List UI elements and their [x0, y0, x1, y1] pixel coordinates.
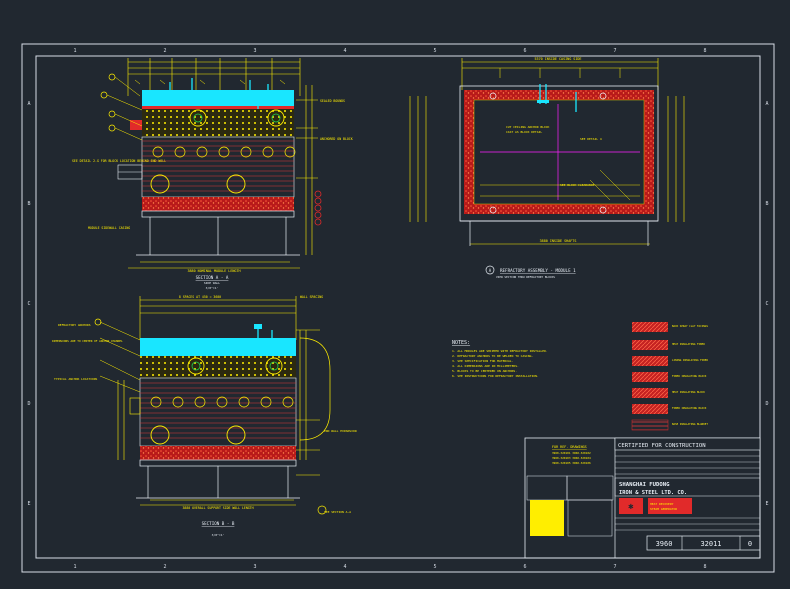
legend-item: BASE INSULATING BLANKET: [672, 422, 708, 426]
red-box-line-1: HEAT RECOVERY: [650, 502, 674, 506]
row-letter: E: [765, 501, 768, 507]
refractory-callout-2: CAST AS BLOCK DETAIL: [506, 130, 542, 134]
title-block: CERTIFIED FOR CONSTRUCTION SHANGHAI FUDO…: [524, 437, 761, 559]
material-legend: BACK SPRAY CLAY FACINGS HEAT INSULATING …: [631, 322, 708, 431]
refractory-callout-3: SEE DETAIL 4: [580, 137, 602, 141]
section-aa-note-left: SEE DETAIL 2-G FOR BLOCK LOCATION BEHIND…: [72, 159, 166, 163]
row-letter: B: [765, 201, 768, 207]
refractory-subtitle: VIEW SECTION THRU REFRACTORY BLOCKS: [496, 275, 555, 279]
notes-block: NOTES: 1. ALL MODULES ARE SHIPPED WITH R…: [452, 340, 548, 378]
ref-drawing-row: 3960-320101 3960-320102: [552, 451, 591, 455]
refractory-callout-4: SEE BLOCK CLEARANCE: [560, 183, 595, 187]
col-number: 6: [523, 48, 526, 54]
certified-for-construction: CERTIFIED FOR CONSTRUCTION: [618, 443, 706, 449]
refractory-top-dim: 5370 INSIDE CASING SIDE: [535, 57, 582, 61]
drawing-revision: 0: [748, 540, 752, 548]
col-number: 3: [253, 564, 256, 570]
section-aa-title: SECTION A - A: [196, 275, 229, 280]
row-letter: A: [765, 101, 768, 107]
col-number: 2: [163, 48, 166, 54]
red-box-line-2: STEAM GENERATOR: [650, 507, 677, 511]
section-bb-wall-spacing: WALL SPACING: [300, 295, 323, 299]
row-letter: D: [765, 401, 768, 407]
row-letter: A: [27, 101, 30, 107]
col-number: 5: [433, 48, 436, 54]
col-number: 5: [433, 564, 436, 570]
section-bb-note-2: DIMENSIONS ARE TO CENTER OF ANCHOR CHANN…: [52, 339, 123, 343]
company-logo-icon: ✱: [628, 502, 634, 512]
note-item: 5. BLOCKS TO BE CENTERED ON ANCHORS.: [452, 369, 517, 373]
ref-drawings-heading: FOR REF. DRAWINGS: [552, 445, 587, 449]
border-row-letters: A B C D E A B C D E: [27, 101, 768, 507]
section-bb-note-3: TYPICAL ANCHOR LOCATIONS: [54, 377, 98, 381]
refractory-title: REFRACTORY ASSEMBLY - MODULE 1: [500, 268, 576, 273]
col-number: 2: [163, 564, 166, 570]
drawing-number: 32011: [700, 540, 721, 548]
section-aa-side-wall: SIDE WALL: [204, 281, 220, 285]
section-bb-title: SECTION B - B: [202, 521, 235, 526]
legend-item: FIBER INSULATING BLOCK: [672, 406, 707, 410]
note-item: 4. ALL DIMENSIONS ARE IN MILLIMETERS.: [452, 364, 519, 368]
section-bb-top-dim: 8 SPACES AT 450 = 3600: [179, 295, 221, 299]
legend-item: BACK SPRAY CLAY FACINGS: [672, 324, 708, 328]
col-number: 4: [343, 564, 346, 570]
refractory-bottom-dim: 3880 INSIDE SHAFTS: [540, 239, 577, 243]
col-number: 3: [253, 48, 256, 54]
row-letter: C: [765, 301, 768, 307]
section-bb-note-1: REFRACTORY ANCHORS: [58, 323, 91, 327]
section-bb-bottom-dim: 3880 OVERALL SUPPORT SIDE WALL LENGTH: [182, 506, 253, 510]
row-letter: B: [27, 201, 30, 207]
drawing-border: [21, 43, 775, 573]
row-letter: E: [27, 501, 30, 507]
col-number: 8: [703, 564, 706, 570]
company-line-1: SHANGHAI FUDONG: [619, 482, 670, 488]
company-line-2: IRON & STEEL LTD. CO.: [619, 490, 687, 496]
notes-heading: NOTES:: [452, 340, 470, 346]
refractory-assembly-view: A 5370 INSIDE CASING SIDE CUT CEILING AN…: [409, 57, 685, 279]
section-aa-scale: 3/8"=1': [206, 286, 219, 290]
section-bb-scale: 3/8"=1': [212, 533, 225, 537]
ref-drawing-row: 3960-320103 3960-320104: [552, 456, 591, 460]
section-aa-width-dim: 3880 NOMINAL MODULE LENGTH: [187, 269, 240, 273]
ref-drawing-row: 3960-320105 3960-320106: [552, 461, 591, 465]
col-number: 7: [613, 48, 616, 54]
row-letter: D: [27, 401, 30, 407]
section-bb-view: 8 SPACES AT 450 = 3600 WALL SPACING REFR…: [52, 295, 357, 537]
col-number: 4: [343, 48, 346, 54]
drawing-job-number: 3960: [656, 540, 673, 548]
note-item: 1. ALL MODULES ARE SHIPPED WITH REFRACTO…: [452, 349, 548, 353]
legend-item: HEAT INSULATING BLOCK: [672, 390, 705, 394]
section-aa-note-right-1: SEALED BOUNDS: [320, 99, 345, 103]
legend-item: LINING INSULATING FIBER: [672, 358, 708, 362]
section-aa-note-right-2: ANCHORED ON BLOCK: [320, 137, 353, 141]
section-aa-note-bottom: MODULE SIDEWALL CASING: [88, 226, 130, 230]
legend-item: FIBER INSULATING BLOCK: [672, 374, 707, 378]
col-number: 1: [73, 564, 76, 570]
border-column-numbers: 1 2 3 4 5 6 7 8 1 2 3 4 5 6 7 8: [73, 48, 706, 570]
col-number: 7: [613, 564, 616, 570]
refractory-callout-1: CUT CEILING ANCHOR BLOCK: [506, 125, 550, 129]
note-item: 2. REFRACTORY ANCHORS TO BE WELDED TO CA…: [452, 354, 533, 358]
col-number: 1: [73, 48, 76, 54]
reference-drawings: FOR REF. DRAWINGS 3960-320101 3960-32010…: [552, 445, 591, 465]
section-bb-note-4: END WALL EXPANSION: [324, 429, 357, 433]
note-item: 3. SEE SPECIFICATION FOR MATERIAL.: [452, 359, 514, 363]
refractory-section-marker: A: [489, 268, 492, 273]
col-number: 8: [703, 48, 706, 54]
section-aa-view: SEE DETAIL 2-G FOR BLOCK LOCATION BEHIND…: [72, 58, 353, 290]
section-bb-note-5: SEE SECTION A-A: [324, 510, 351, 514]
row-letter: C: [27, 301, 30, 307]
col-number: 6: [523, 564, 526, 570]
legend-item: HEAT INSULATING FIBER: [672, 342, 705, 346]
note-item: 6. SEE INSTRUCTIONS FOR REFRACTORY INSTA…: [452, 374, 539, 378]
